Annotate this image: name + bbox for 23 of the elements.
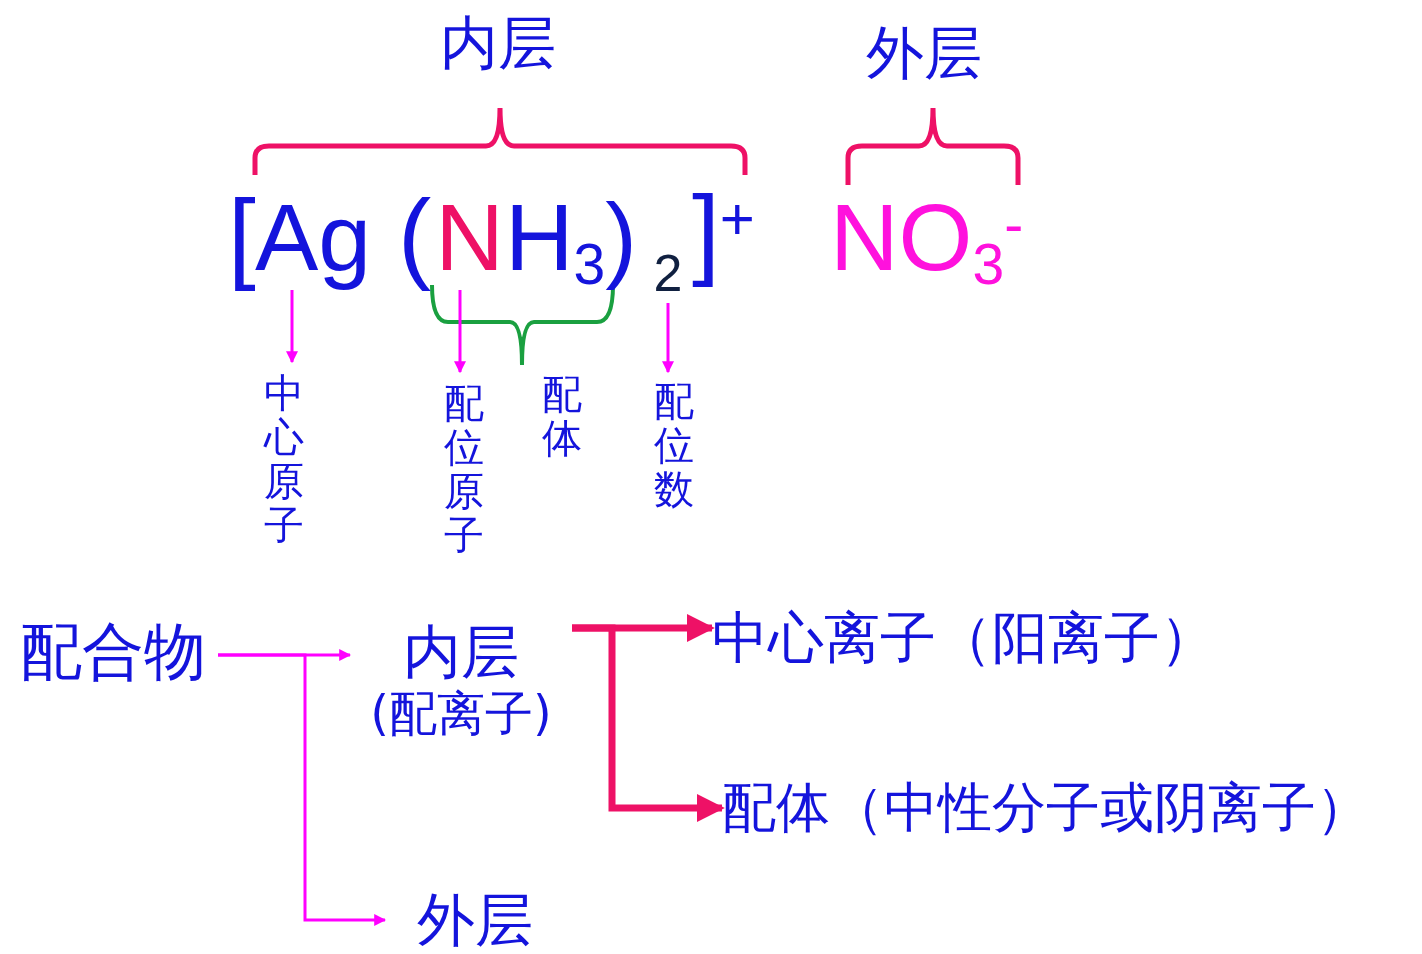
node-text: 内层 bbox=[403, 619, 519, 686]
vertical-label: 配位数 bbox=[654, 379, 694, 511]
node-text: 配合物 bbox=[20, 616, 206, 688]
node-text: 中心离子（阳离子） bbox=[712, 605, 1216, 671]
formula-text: H$_{3}$) bbox=[505, 185, 637, 296]
label-text: 外层 bbox=[866, 22, 982, 86]
formula-text: N bbox=[435, 182, 504, 292]
arrow bbox=[218, 653, 387, 926]
formula-text: 2 bbox=[653, 244, 683, 304]
node-text: (配离子) bbox=[370, 685, 552, 741]
formula-text: ( bbox=[398, 180, 432, 290]
node-text: 外层 bbox=[417, 886, 533, 954]
vertical-label: 配位原子 bbox=[444, 381, 484, 557]
arrow bbox=[454, 290, 466, 374]
label-text: 内层 bbox=[440, 12, 556, 76]
node-text: 配体（中性分子或阴离子） bbox=[722, 776, 1370, 840]
arrow bbox=[286, 290, 298, 364]
formula-text: [ bbox=[228, 180, 256, 290]
vertical-label: 中心原子 bbox=[264, 371, 304, 547]
arrow bbox=[662, 303, 674, 374]
formula-text: ]$^{+}$ bbox=[692, 176, 755, 286]
label-text: 配体 bbox=[542, 372, 582, 460]
formula-text: Ag bbox=[254, 182, 372, 290]
